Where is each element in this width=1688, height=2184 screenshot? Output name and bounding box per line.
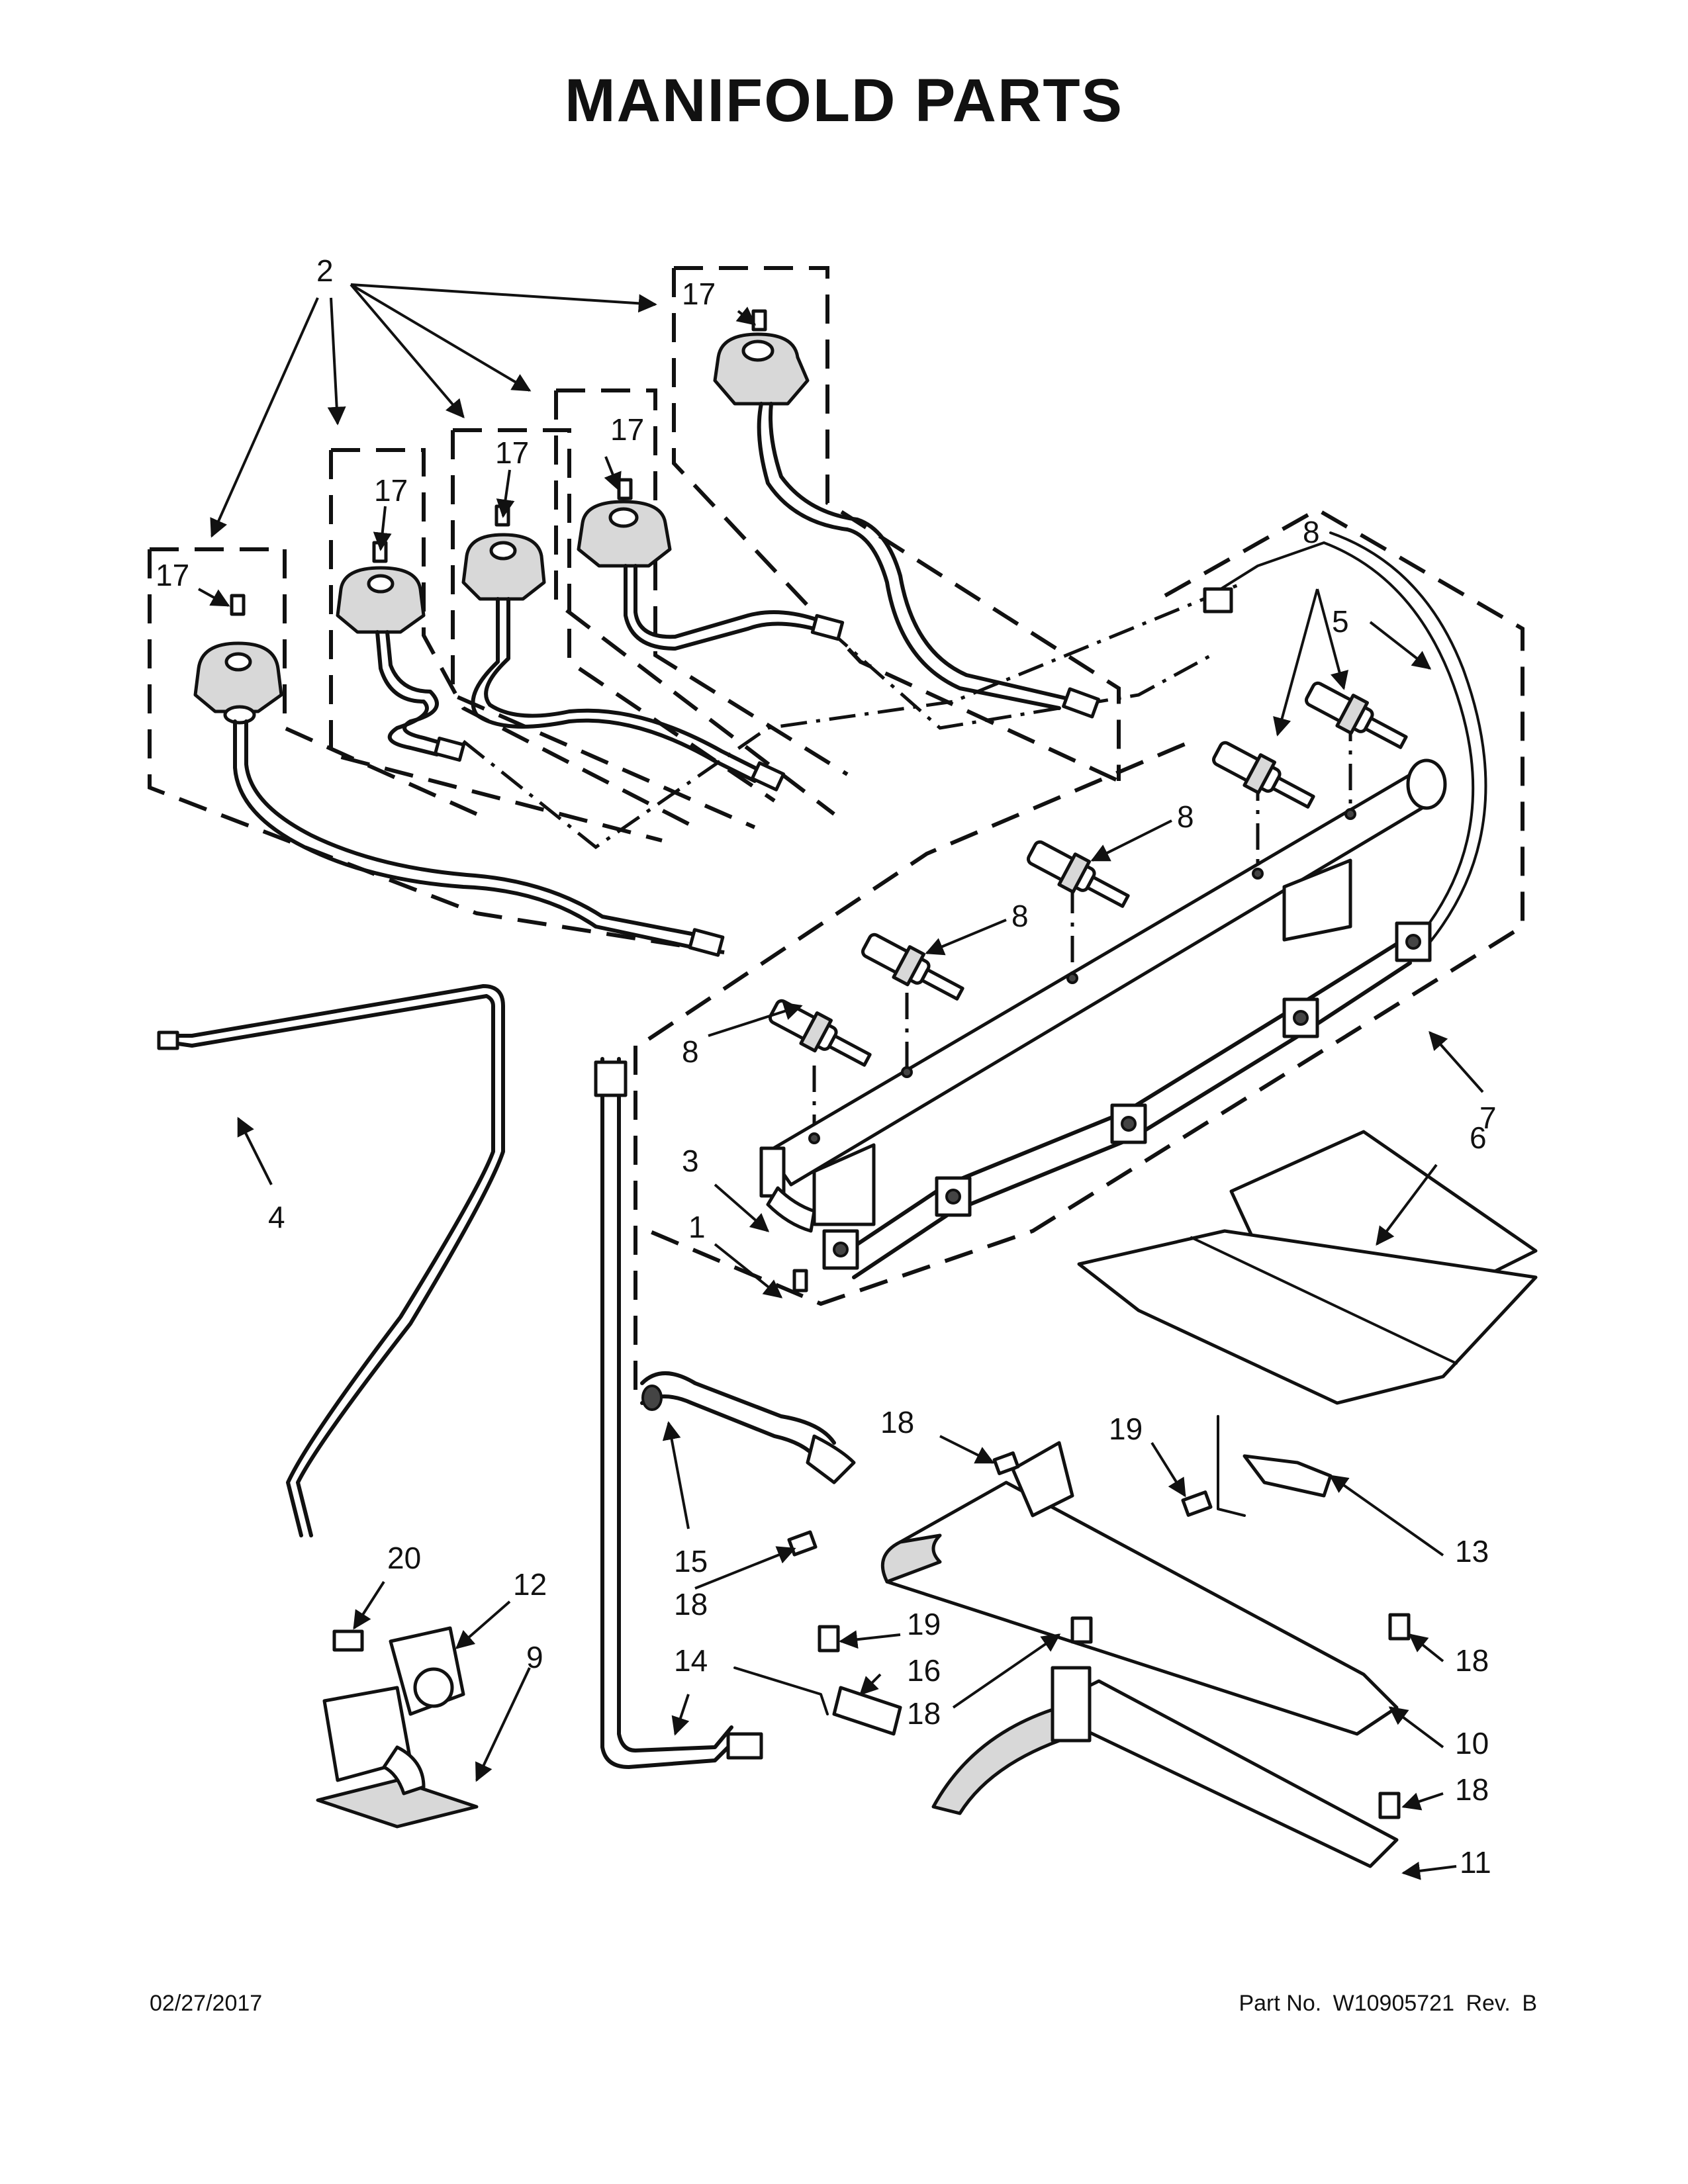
- callout-17: 17: [682, 277, 716, 311]
- small-parts: [332, 1415, 1411, 1819]
- callout-10: 10: [1455, 1726, 1489, 1760]
- rev-label: Rev.: [1466, 1991, 1511, 2016]
- callout-11: 11: [1460, 1845, 1491, 1880]
- callout-3: 3: [682, 1144, 699, 1178]
- manifold-pipe: [759, 758, 1447, 1226]
- part-number-footer: Part No. W10905721 Rev. B: [1233, 1991, 1537, 2017]
- callout-14: 14: [674, 1643, 708, 1678]
- callout-17: 17: [156, 558, 189, 592]
- heat-shield: [1077, 1130, 1538, 1405]
- callout-13: 13: [1455, 1534, 1489, 1569]
- igniter-wire-harness: [766, 531, 1487, 1293]
- callout-7: 7: [1479, 1101, 1497, 1135]
- callout-8: 8: [682, 1034, 699, 1069]
- burner-valve-4: [336, 541, 465, 762]
- callout-18: 18: [880, 1405, 914, 1439]
- burner-valve-5: [193, 594, 725, 957]
- callout-1: 1: [688, 1210, 706, 1244]
- callout-4: 4: [268, 1200, 285, 1234]
- callout-18: 18: [1455, 1643, 1489, 1678]
- supply-line: [594, 1057, 856, 1769]
- pressure-regulator: [316, 1626, 479, 1829]
- callout-18: 18: [674, 1587, 708, 1621]
- callout-labels: 2 17 17 17 17 17 8 5 8 8 8 7 6 4 3 1 15 …: [156, 253, 1497, 1880]
- callout-leaders: [198, 283, 1484, 1880]
- burner-valve-1: [713, 309, 1100, 719]
- callout-5: 5: [1332, 604, 1349, 639]
- burner-valve-2: [577, 478, 845, 651]
- page-title: MANIFOLD PARTS: [564, 67, 1123, 134]
- callout-17: 17: [610, 412, 644, 447]
- callout-2: 2: [316, 253, 334, 288]
- gas-line-tube: [157, 984, 505, 1537]
- burner-tube-lower: [931, 1666, 1399, 1868]
- part-no-label: Part No.: [1239, 1991, 1322, 2016]
- callout-6: 6: [1470, 1120, 1487, 1155]
- callout-9: 9: [526, 1640, 543, 1674]
- callout-18: 18: [907, 1696, 941, 1731]
- callout-17: 17: [374, 473, 408, 508]
- callout-19: 19: [907, 1607, 941, 1641]
- callout-8: 8: [1011, 899, 1029, 933]
- callout-8: 8: [1303, 515, 1320, 549]
- callout-17: 17: [495, 435, 529, 470]
- part-no-value: W10905721: [1333, 1991, 1455, 2016]
- callout-15: 15: [674, 1544, 708, 1578]
- callout-19: 19: [1109, 1412, 1143, 1446]
- callout-20: 20: [387, 1541, 421, 1575]
- burner-valve-3: [461, 504, 786, 792]
- callout-12: 12: [513, 1567, 547, 1602]
- callout-18: 18: [1455, 1772, 1489, 1807]
- revision-date: 02/27/2017: [150, 1991, 263, 2016]
- callout-8: 8: [1177, 799, 1194, 834]
- rev-value: B: [1522, 1991, 1537, 2016]
- callout-16: 16: [907, 1653, 941, 1688]
